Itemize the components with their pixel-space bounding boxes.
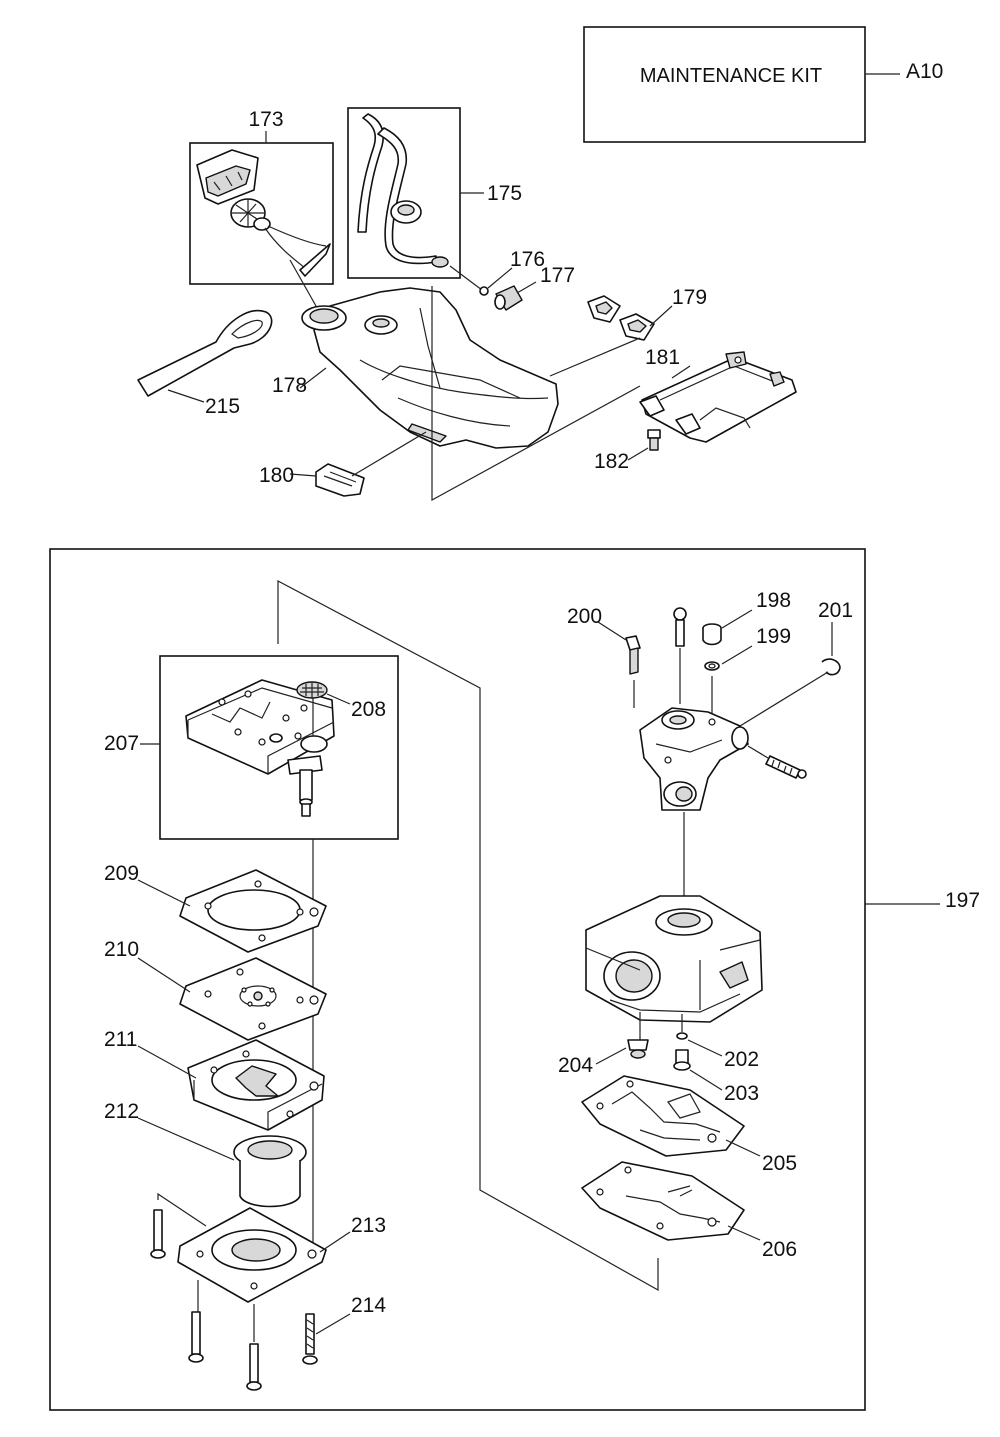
screw-182: 182	[594, 429, 661, 473]
pump-cover-211: 211	[104, 1028, 325, 1131]
callout-207: 207	[104, 732, 139, 755]
kit-code-label: A10	[906, 60, 943, 83]
callout-181: 181	[645, 346, 680, 369]
maintenance-kit-box: MAINTENANCE KIT A10	[583, 26, 943, 143]
callout-208: 208	[351, 698, 386, 721]
callout-213: 213	[351, 1214, 386, 1237]
primer-cup-212: 212	[104, 1100, 307, 1208]
upper-assembly-leaders	[431, 286, 641, 502]
diaphragm-206: 206	[581, 1161, 797, 1261]
callout-201: 201	[818, 599, 853, 622]
diaphragm-210: 210	[104, 938, 327, 1041]
pump-body-group-207: 207	[104, 655, 399, 840]
grommets-179: 179	[587, 286, 707, 341]
callout-206: 206	[762, 1238, 797, 1261]
callout-180: 180	[259, 464, 294, 487]
callout-197: 197	[945, 889, 980, 912]
callout-203: 203	[724, 1082, 759, 1105]
throttle-housing	[639, 707, 807, 898]
carburetor-assembly-197: 197 207	[49, 548, 980, 1411]
callout-198: 198	[756, 589, 791, 612]
callout-202: 202	[724, 1048, 759, 1071]
base-plate-213: 213	[157, 1192, 386, 1303]
callout-173: 173	[248, 108, 283, 131]
screws-214: 214	[150, 1209, 386, 1391]
screw-200: 200	[567, 605, 641, 708]
fuel-cap-group-173: 173	[189, 108, 334, 285]
screw-center	[673, 607, 687, 704]
fuel-filter-176-177: 176 177	[449, 248, 575, 311]
tank-bracket-181: 181	[549, 337, 797, 443]
callout-177: 177	[540, 264, 575, 287]
callout-178: 178	[272, 374, 307, 397]
plug-198-washer-199: 198 199	[702, 589, 791, 716]
clip-201: 201	[739, 599, 853, 727]
callout-215: 215	[205, 395, 240, 418]
callout-210: 210	[104, 938, 139, 961]
callout-175: 175	[487, 182, 522, 205]
maintenance-kit-label: MAINTENANCE KIT	[640, 65, 822, 87]
callout-204: 204	[558, 1054, 593, 1077]
carburetor-body	[585, 895, 763, 1023]
tool-215: 215	[137, 309, 273, 418]
callout-199: 199	[756, 625, 791, 648]
gasket-205: 205	[581, 1075, 797, 1175]
callout-179: 179	[672, 286, 707, 309]
gasket-209: 209	[104, 862, 327, 953]
callout-182: 182	[594, 450, 629, 473]
callout-212: 212	[104, 1100, 139, 1123]
callout-205: 205	[762, 1152, 797, 1175]
callout-200: 200	[567, 605, 602, 628]
callout-176: 176	[510, 248, 545, 271]
small-parts-202-204: 204 202 203	[558, 1012, 759, 1105]
screen-208: 208	[296, 681, 386, 721]
callout-211: 211	[104, 1028, 137, 1051]
grommet-180: 180	[259, 431, 427, 497]
callout-214: 214	[351, 1294, 386, 1317]
fuel-tank-178: 178	[272, 259, 559, 449]
callout-209: 209	[104, 862, 139, 885]
fuel-line-group-175: 175	[347, 107, 522, 279]
